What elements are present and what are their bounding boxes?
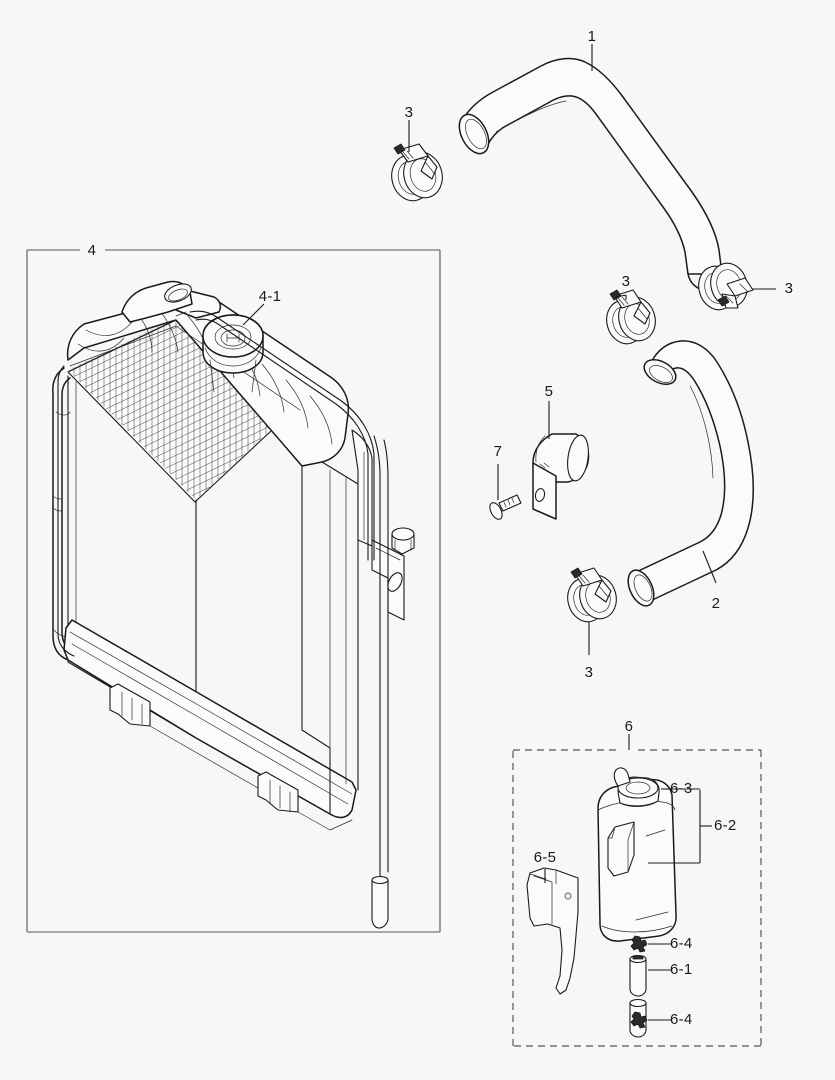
hose-clip-upper bbox=[630, 935, 648, 953]
overflow-hose bbox=[629, 954, 647, 1038]
reservoir-tank-bracket bbox=[526, 867, 579, 995]
callout-leader-4-1 bbox=[242, 303, 265, 326]
upper-radiator-hose bbox=[458, 57, 723, 291]
reservoir-group-box bbox=[512, 734, 762, 1047]
hose-bracket-clip bbox=[532, 433, 590, 520]
callout-label-3a: 3 bbox=[404, 104, 414, 121]
reservoir-tank-cap bbox=[613, 767, 660, 807]
callout-label-6-5: 6-5 bbox=[533, 849, 557, 866]
callout-leader-3b bbox=[615, 294, 627, 300]
callout-label-3b: 3 bbox=[621, 273, 631, 290]
lower-radiator-hose bbox=[627, 340, 754, 607]
callout-label-4-1: 4-1 bbox=[258, 288, 282, 305]
radiator-frame-left bbox=[52, 367, 74, 661]
radiator-lower-tank bbox=[63, 619, 357, 831]
callout-leader-6-2 bbox=[648, 788, 712, 864]
hose-clamp-lower bbox=[567, 567, 617, 623]
callout-label-7: 7 bbox=[493, 443, 503, 460]
hose-clip-lower bbox=[630, 1011, 648, 1029]
radiator-group-box bbox=[26, 249, 441, 933]
callout-label-6-3: 6-3 bbox=[670, 780, 693, 797]
radiator-overflow-pipe bbox=[57, 310, 375, 657]
callout-label-1: 1 bbox=[587, 28, 597, 45]
callout-label-6: 6 bbox=[624, 718, 634, 735]
reservoir-tank-body bbox=[597, 778, 677, 942]
bracket-mounting-bolt bbox=[489, 494, 522, 520]
callout-label-3c: 3 bbox=[784, 280, 794, 297]
radiator-inlet-neck bbox=[121, 280, 193, 323]
callout-label-4: 4 bbox=[87, 242, 97, 259]
radiator-mount-bracket bbox=[371, 527, 415, 621]
callout-label-3d: 3 bbox=[584, 664, 594, 681]
hose-clamp-mid-left bbox=[606, 289, 656, 345]
hose-clamp-mid-right bbox=[698, 262, 754, 311]
callout-label-5: 5 bbox=[544, 383, 554, 400]
callout-label-6-4a: 6-4 bbox=[670, 935, 693, 952]
callout-label-6-4b: 6-4 bbox=[670, 1011, 693, 1028]
callout-leader-2 bbox=[702, 550, 717, 584]
callout-label-2: 2 bbox=[711, 595, 721, 612]
radiator-right-side-panel bbox=[301, 429, 373, 815]
hose-clamp-upper-left bbox=[391, 143, 443, 202]
callout-label-6-2: 6-2 bbox=[714, 817, 737, 834]
radiator-support-rod bbox=[371, 435, 389, 929]
radiator-assembly bbox=[52, 280, 415, 929]
callout-label-6-1: 6-1 bbox=[670, 961, 693, 978]
